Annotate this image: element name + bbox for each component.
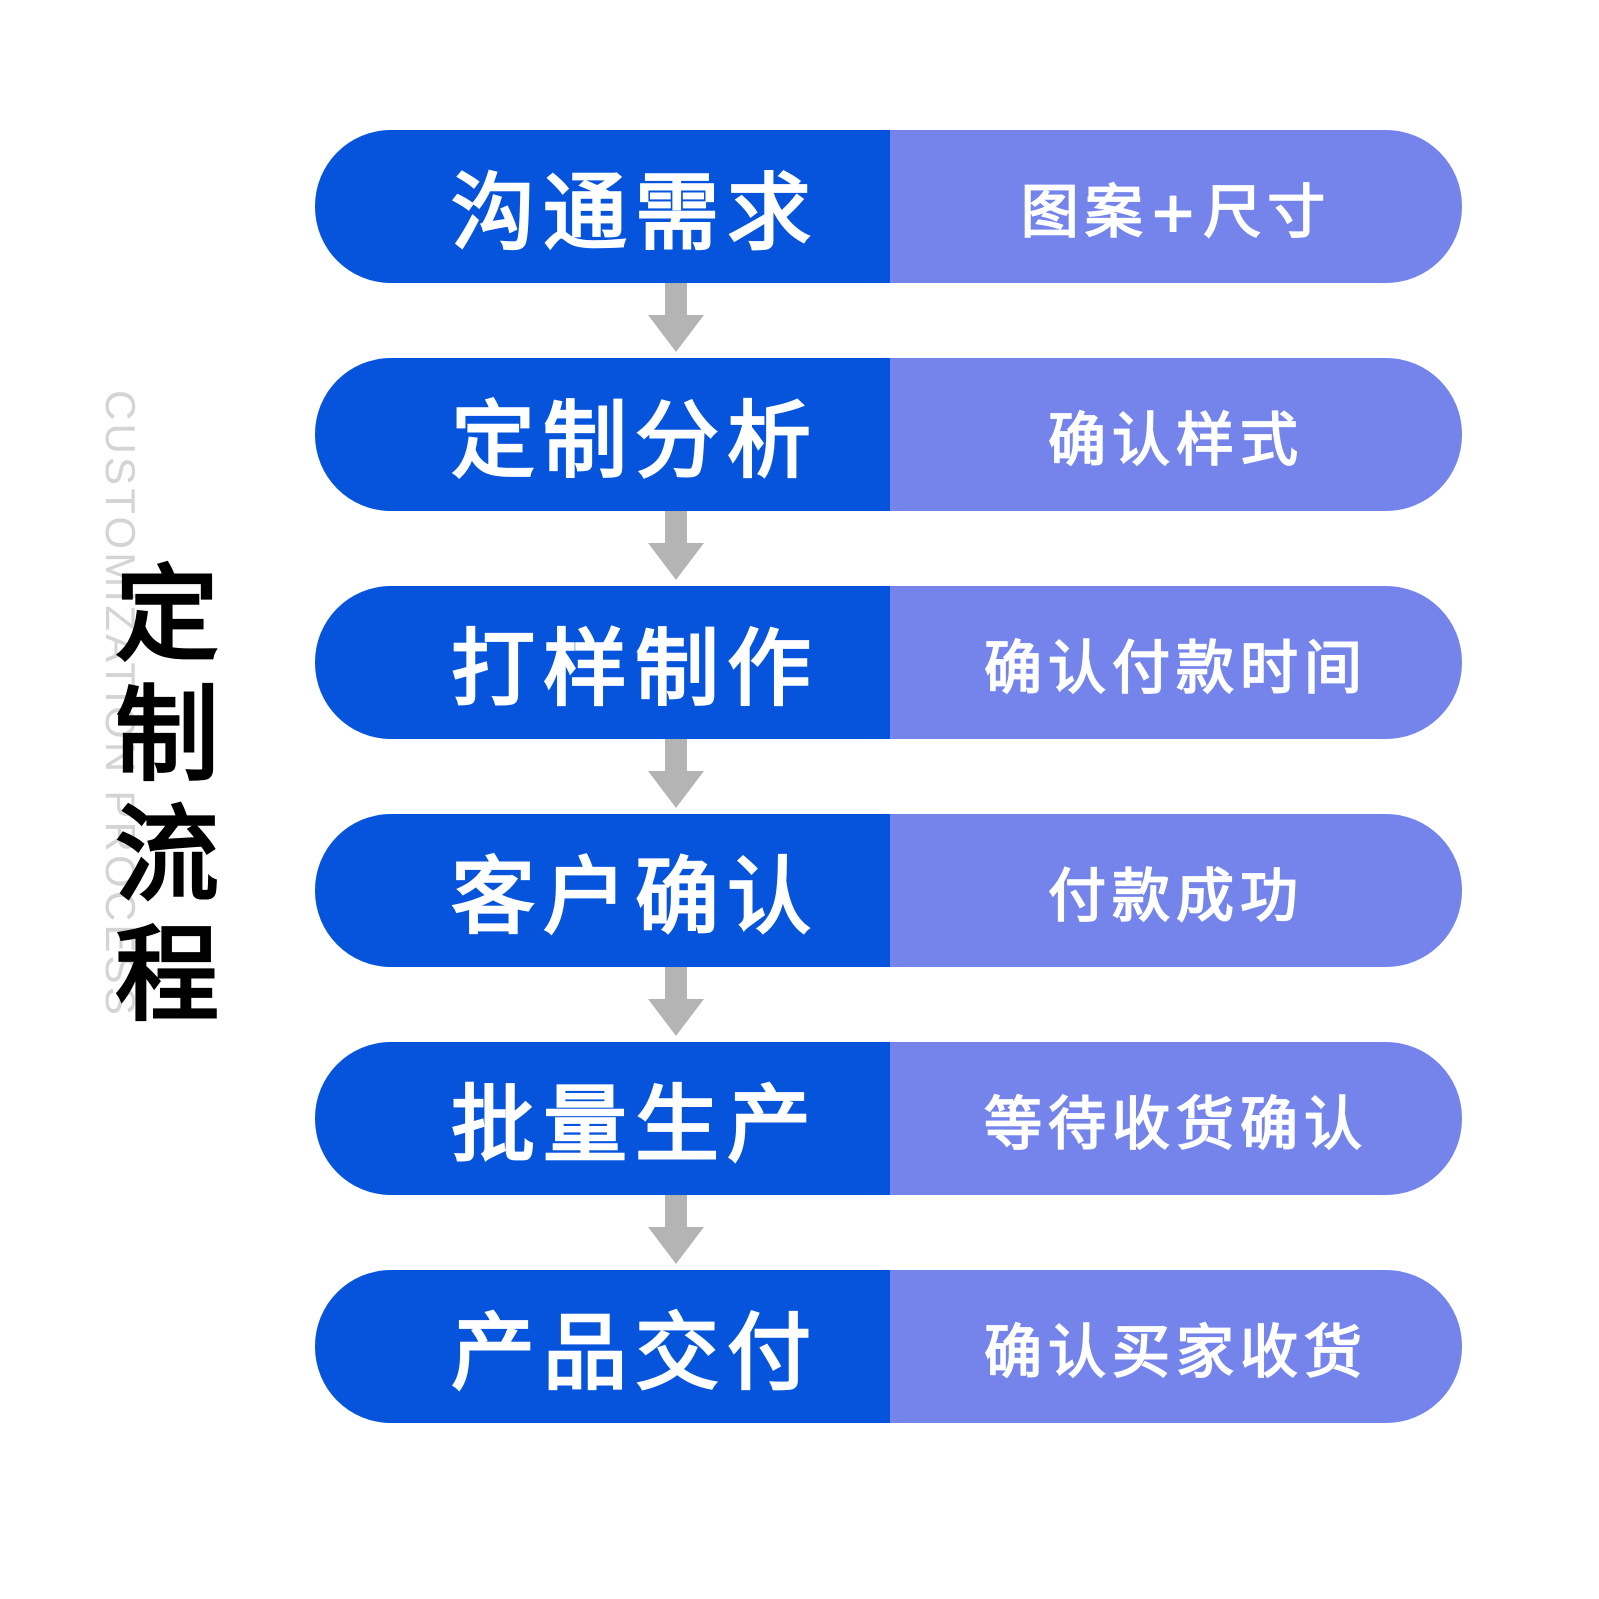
process-step: 批量生产 等待收货确认	[315, 1042, 1462, 1195]
step-detail: 确认付款时间	[890, 586, 1462, 739]
step-label: 批量生产	[315, 1042, 890, 1195]
step-detail: 图案+尺寸	[890, 130, 1462, 283]
process-step: 客户确认 付款成功	[315, 814, 1462, 967]
step-label: 产品交付	[315, 1270, 890, 1423]
process-step: 沟通需求 图案+尺寸	[315, 130, 1462, 283]
step-detail: 确认样式	[890, 358, 1462, 511]
page-title: 定制流程	[114, 554, 219, 1036]
process-step: 产品交付 确认买家收货	[315, 1270, 1462, 1423]
step-detail: 付款成功	[890, 814, 1462, 967]
process-step: 定制分析 确认样式	[315, 358, 1462, 511]
down-arrow-icon	[648, 511, 704, 581]
step-label: 客户确认	[315, 814, 890, 967]
down-arrow-icon	[648, 967, 704, 1037]
down-arrow-icon	[648, 739, 704, 809]
step-label: 沟通需求	[315, 130, 890, 283]
step-detail: 确认买家收货	[890, 1270, 1462, 1423]
down-arrow-icon	[648, 283, 704, 353]
step-label: 打样制作	[315, 586, 890, 739]
step-label: 定制分析	[315, 358, 890, 511]
step-detail: 等待收货确认	[890, 1042, 1462, 1195]
process-step: 打样制作 确认付款时间	[315, 586, 1462, 739]
down-arrow-icon	[648, 1195, 704, 1265]
